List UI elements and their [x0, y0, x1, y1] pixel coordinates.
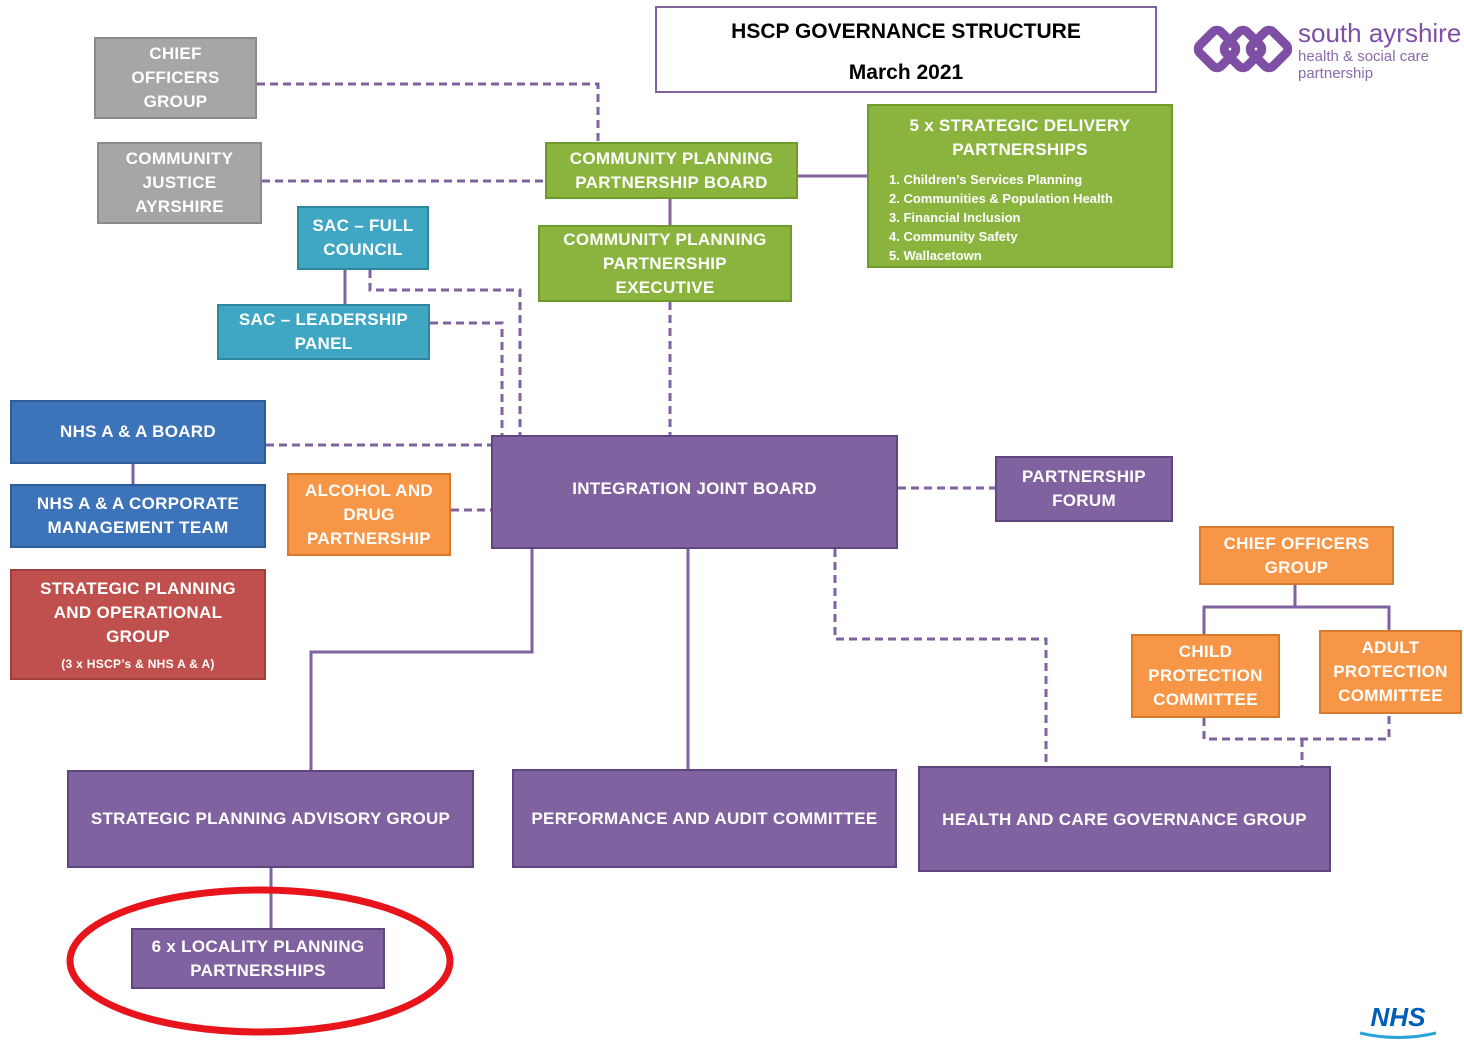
box-note: (3 x HSCP’s & NHS A & A): [61, 656, 215, 671]
box-label: AND OPERATIONAL: [53, 602, 223, 622]
adult-protection-committee-box: ADULT PROTECTION COMMITTEE: [1319, 630, 1462, 714]
list-item: 2. Communities & Population Health: [889, 191, 1113, 206]
logo-subtitle: health & social care: [1298, 48, 1429, 65]
child-protection-committee-box: CHILD PROTECTION COMMITTEE: [1131, 634, 1280, 718]
box-label: EXECUTIVE: [615, 277, 715, 297]
south-ayrshire-logo: south ayrshire health & social care part…: [1192, 18, 1462, 88]
box-label: GROUP: [1264, 557, 1329, 577]
locality-planning-partnerships-box: 6 x LOCALITY PLANNING PARTNERSHIPS: [131, 928, 385, 989]
knot-logo-icon: [1193, 25, 1293, 73]
connector-cog-adult: [1295, 605, 1391, 630]
title-date: March 2021: [848, 61, 964, 84]
box-label: COUNCIL: [323, 240, 403, 259]
strategic-delivery-partnerships-box: 5 x STRATEGIC DELIVERY PARTNERSHIPS 1. C…: [867, 104, 1173, 268]
box-label: COMMITTEE: [1153, 690, 1258, 709]
box-label: HEALTH AND CARE GOVERNANCE GROUP: [942, 810, 1307, 829]
box-label: GROUP: [143, 92, 208, 111]
alcohol-drug-partnership-box: ALCOHOL AND DRUG PARTNERSHIP: [287, 473, 451, 556]
box-label: INTEGRATION JOINT BOARD: [572, 479, 817, 498]
box-label: CHIEF: [149, 44, 202, 63]
nhs-aa-board-box: NHS A & A BOARD: [10, 400, 266, 464]
connector-sac-leadership-ijb: [430, 321, 504, 436]
box-label: PROTECTION: [1333, 662, 1448, 681]
box-label: PARTNERSHIP: [603, 253, 727, 273]
connector-sac-full-ijb: [368, 270, 522, 436]
box-label: ALCOHOL AND: [305, 480, 433, 500]
box-label: MANAGEMENT TEAM: [47, 518, 229, 537]
sac-leadership-panel-box: SAC – LEADERSHIP PANEL: [217, 304, 430, 360]
box-label: OFFICERS: [131, 68, 220, 87]
community-justice-ayrshire-box: COMMUNITY JUSTICE AYRSHIRE: [97, 142, 262, 224]
box-label: COMMUNITY PLANNING: [569, 148, 774, 168]
box-label: AYRSHIRE: [135, 197, 224, 216]
box-label: JUSTICE: [142, 173, 217, 192]
integration-joint-board-box: INTEGRATION JOINT BOARD: [491, 435, 898, 549]
box-label: CHIEF OFFICERS: [1223, 533, 1370, 553]
box-label: STRATEGIC PLANNING: [40, 578, 236, 598]
box-label: FORUM: [1052, 491, 1116, 510]
logo-subtitle-2: partnership: [1298, 65, 1374, 82]
connector-ijb-hcgg: [833, 549, 1048, 766]
community-planning-partnership-board-box: COMMUNITY PLANNING PARTNERSHIP BOARD: [545, 142, 798, 199]
list-item: 1. Children’s Services Planning: [889, 172, 1083, 187]
box-label: NHS A & A BOARD: [60, 422, 216, 441]
box-label: PARTNERSHIP: [307, 528, 431, 548]
list-item: 3. Financial Inclusion: [889, 210, 1021, 225]
box-label: GROUP: [106, 626, 170, 646]
box-label: COMMITTEE: [1338, 686, 1443, 705]
box-label: PERFORMANCE AND AUDIT COMMITTEE: [531, 808, 878, 828]
box-label: NHS A & A CORPORATE: [36, 494, 240, 513]
nhs-aa-corporate-management-team-box: NHS A & A CORPORATE MANAGEMENT TEAM: [10, 484, 266, 548]
diagram-title: HSCP GOVERNANCE STRUCTURE March 2021: [655, 6, 1157, 93]
logo-name: south ayrshire: [1298, 18, 1462, 48]
box-label: COMMUNITY: [125, 149, 234, 168]
box-label: PROTECTION: [1148, 666, 1263, 685]
box-label: PARTNERSHIPS: [952, 140, 1088, 159]
box-label: PARTNERSHIP BOARD: [575, 172, 768, 192]
box-label: DRUG: [343, 504, 395, 524]
connector-ijb-spag: [309, 549, 534, 770]
performance-audit-committee-box: PERFORMANCE AND AUDIT COMMITTEE: [512, 769, 897, 868]
box-label: PANEL: [294, 334, 353, 353]
box-label: ADULT: [1361, 638, 1420, 657]
connector-cog-grey-cppb: [257, 82, 600, 142]
strategic-planning-operational-group-box: STRATEGIC PLANNING AND OPERATIONAL GROUP…: [10, 569, 266, 680]
partnership-forum-box: PARTNERSHIP FORUM: [995, 456, 1173, 522]
community-planning-partnership-executive-box: COMMUNITY PLANNING PARTNERSHIP EXECUTIVE: [538, 225, 792, 302]
box-label: PARTNERSHIPS: [190, 960, 326, 980]
connector-cog-protection: [1202, 584, 1297, 634]
health-care-governance-group-box: HEALTH AND CARE GOVERNANCE GROUP: [918, 766, 1331, 872]
box-label: PARTNERSHIP: [1022, 467, 1146, 486]
box-label: STRATEGIC PLANNING ADVISORY GROUP: [90, 809, 451, 828]
box-label: COMMUNITY PLANNING: [563, 229, 767, 249]
strategic-planning-advisory-group-box: STRATEGIC PLANNING ADVISORY GROUP: [67, 770, 474, 868]
box-label: CHILD: [1178, 642, 1233, 661]
list-item: 4. Community Safety: [889, 229, 1018, 244]
title-text: HSCP GOVERNANCE STRUCTURE: [731, 20, 1081, 43]
nhs-logo: NHS: [1370, 1002, 1426, 1032]
box-label: 6 x LOCALITY PLANNING: [151, 936, 365, 956]
nhs-wave-icon: [1359, 1031, 1437, 1039]
box-label: SAC – FULL: [312, 216, 414, 235]
chief-officers-group-orange-box: CHIEF OFFICERS GROUP: [1199, 526, 1394, 585]
list-item: 5. Wallacetown: [889, 248, 982, 263]
box-label: SAC – LEADERSHIP: [238, 310, 409, 329]
highlight-ellipse: [66, 886, 454, 1036]
box-label: 5 x STRATEGIC DELIVERY: [909, 116, 1131, 135]
sac-full-council-box: SAC – FULL COUNCIL: [297, 206, 429, 270]
chief-officers-group-grey-box: CHIEF OFFICERS GROUP: [94, 37, 257, 119]
sdp-list: 1. Children’s Services Planning 2. Commu…: [869, 170, 1113, 265]
